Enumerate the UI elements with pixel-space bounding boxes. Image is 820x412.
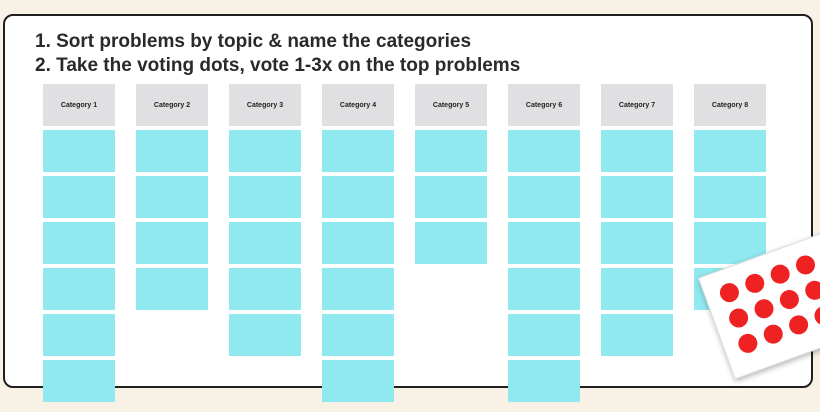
instruction-step-1: 1. Sort problems by topic & name the cat… — [35, 31, 472, 52]
category-header-5[interactable]: Category 5 — [415, 84, 487, 126]
sticky-note[interactable] — [601, 222, 673, 264]
sticky-note[interactable] — [229, 222, 301, 264]
category-column-4: Category 4 — [322, 84, 394, 406]
sticky-note[interactable] — [43, 176, 115, 218]
sticky-note[interactable] — [601, 130, 673, 172]
voting-dot[interactable] — [742, 271, 767, 296]
category-column-5: Category 5 — [415, 84, 487, 268]
sticky-note[interactable] — [322, 222, 394, 264]
category-header-3[interactable]: Category 3 — [229, 84, 301, 126]
sticky-note[interactable] — [322, 360, 394, 402]
sticky-note[interactable] — [601, 268, 673, 310]
voting-dot[interactable] — [793, 252, 818, 278]
category-header-4[interactable]: Category 4 — [322, 84, 394, 126]
instructions-list: 1. Sort problems by topic & name the cat… — [35, 30, 520, 78]
sticky-note[interactable] — [43, 314, 115, 356]
sticky-note[interactable] — [322, 130, 394, 172]
sticky-note[interactable] — [136, 130, 208, 172]
sticky-note[interactable] — [601, 314, 673, 356]
sticky-note[interactable] — [229, 268, 301, 310]
voting-dot[interactable] — [751, 296, 777, 321]
sticky-note[interactable] — [136, 176, 208, 218]
sticky-note[interactable] — [508, 176, 580, 218]
sticky-note[interactable] — [229, 314, 301, 356]
sticky-note[interactable] — [43, 268, 115, 310]
voting-dot[interactable] — [767, 261, 793, 287]
category-column-2: Category 2 — [136, 84, 208, 314]
sticky-note[interactable] — [229, 130, 301, 172]
voting-dot[interactable] — [735, 331, 761, 356]
voting-dot[interactable] — [802, 278, 820, 303]
sticky-note[interactable] — [43, 222, 115, 264]
sticky-note[interactable] — [508, 222, 580, 264]
sticky-note[interactable] — [43, 130, 115, 172]
voting-dot[interactable] — [726, 305, 751, 331]
category-column-6: Category 6 — [508, 84, 580, 406]
category-header-1[interactable]: Category 1 — [43, 84, 115, 126]
sticky-note[interactable] — [136, 222, 208, 264]
sticky-note[interactable] — [694, 130, 766, 172]
sticky-note[interactable] — [508, 130, 580, 172]
sticky-note[interactable] — [508, 268, 580, 310]
sticky-note[interactable] — [601, 176, 673, 218]
category-header-7[interactable]: Category 7 — [601, 84, 673, 126]
sticky-note[interactable] — [43, 360, 115, 402]
sticky-note[interactable] — [508, 360, 580, 402]
category-header-2[interactable]: Category 2 — [136, 84, 208, 126]
category-header-8[interactable]: Category 8 — [694, 84, 766, 126]
sticky-note[interactable] — [415, 222, 487, 264]
sticky-note[interactable] — [322, 268, 394, 310]
sticky-note[interactable] — [508, 314, 580, 356]
voting-dot[interactable] — [761, 321, 786, 347]
voting-dot[interactable] — [717, 280, 742, 305]
voting-dot[interactable] — [811, 303, 820, 328]
sticky-note[interactable] — [322, 176, 394, 218]
voting-dot[interactable] — [777, 287, 802, 312]
voting-dot[interactable] — [786, 312, 811, 338]
category-column-1: Category 1 — [43, 84, 115, 406]
sticky-note[interactable] — [694, 176, 766, 218]
sticky-note[interactable] — [415, 176, 487, 218]
sticky-note[interactable] — [229, 176, 301, 218]
category-column-7: Category 7 — [601, 84, 673, 360]
instruction-step-2: 2. Take the voting dots, vote 1-3x on th… — [35, 55, 521, 76]
sticky-note[interactable] — [415, 130, 487, 172]
category-header-6[interactable]: Category 6 — [508, 84, 580, 126]
category-column-3: Category 3 — [229, 84, 301, 360]
sticky-note[interactable] — [136, 268, 208, 310]
sticky-note[interactable] — [322, 314, 394, 356]
